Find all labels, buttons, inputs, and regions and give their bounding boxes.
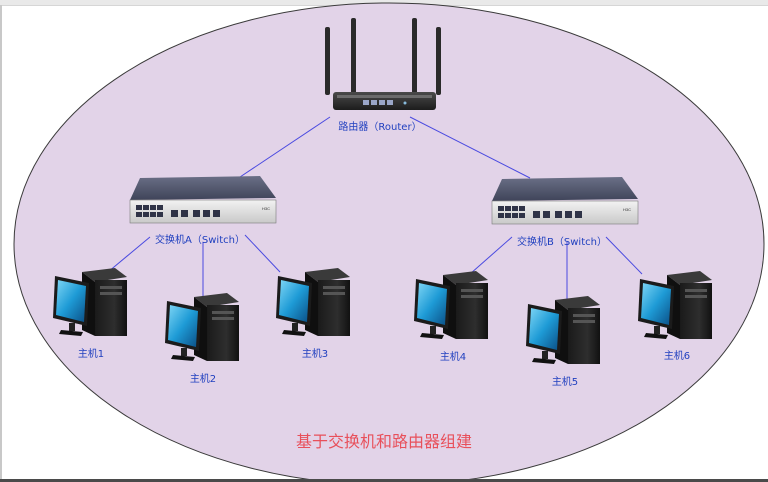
host-4-label: 主机4 [439, 352, 467, 363]
host-6-label: 主机6 [663, 351, 691, 362]
link-switch-a-host3 [244, 234, 281, 273]
host-3-label: 主机3 [301, 349, 329, 360]
host-5-label: 主机5 [551, 377, 579, 388]
link-switch-b-host4 [469, 236, 513, 275]
window-left-edge [0, 5, 2, 482]
switch-a-label: 交换机A（Switch） [155, 235, 245, 246]
computer-icon [414, 271, 488, 339]
hosts-layer [53, 268, 712, 364]
computer-icon [53, 268, 127, 336]
link-router-switch-a [239, 116, 331, 178]
computer-icon [276, 268, 350, 336]
switch-b-icon: H3C [491, 177, 639, 225]
diagram-caption: 基于交换机和路由器组建 [295, 432, 473, 451]
switch-a-brand: H3C [262, 206, 270, 211]
computer-icon [638, 271, 712, 339]
switch-b-brand: H3C [623, 207, 631, 212]
router-icon [325, 18, 441, 110]
link-switch-b-host6 [605, 236, 643, 275]
link-router-switch-b [409, 116, 531, 179]
window-bottom-bar [0, 479, 768, 482]
host-2-label: 主机2 [189, 374, 217, 385]
computer-icon [165, 293, 239, 361]
switch-b-label: 交换机B（Switch） [517, 237, 607, 248]
router-label: 路由器（Router） [338, 122, 422, 133]
link-switch-a-host1 [107, 236, 151, 273]
computer-icon [526, 296, 600, 364]
links [107, 116, 643, 299]
network-boundary-ellipse [13, 2, 765, 482]
host-1-label: 主机1 [77, 349, 105, 360]
switch-a-icon: H3C [129, 176, 277, 224]
